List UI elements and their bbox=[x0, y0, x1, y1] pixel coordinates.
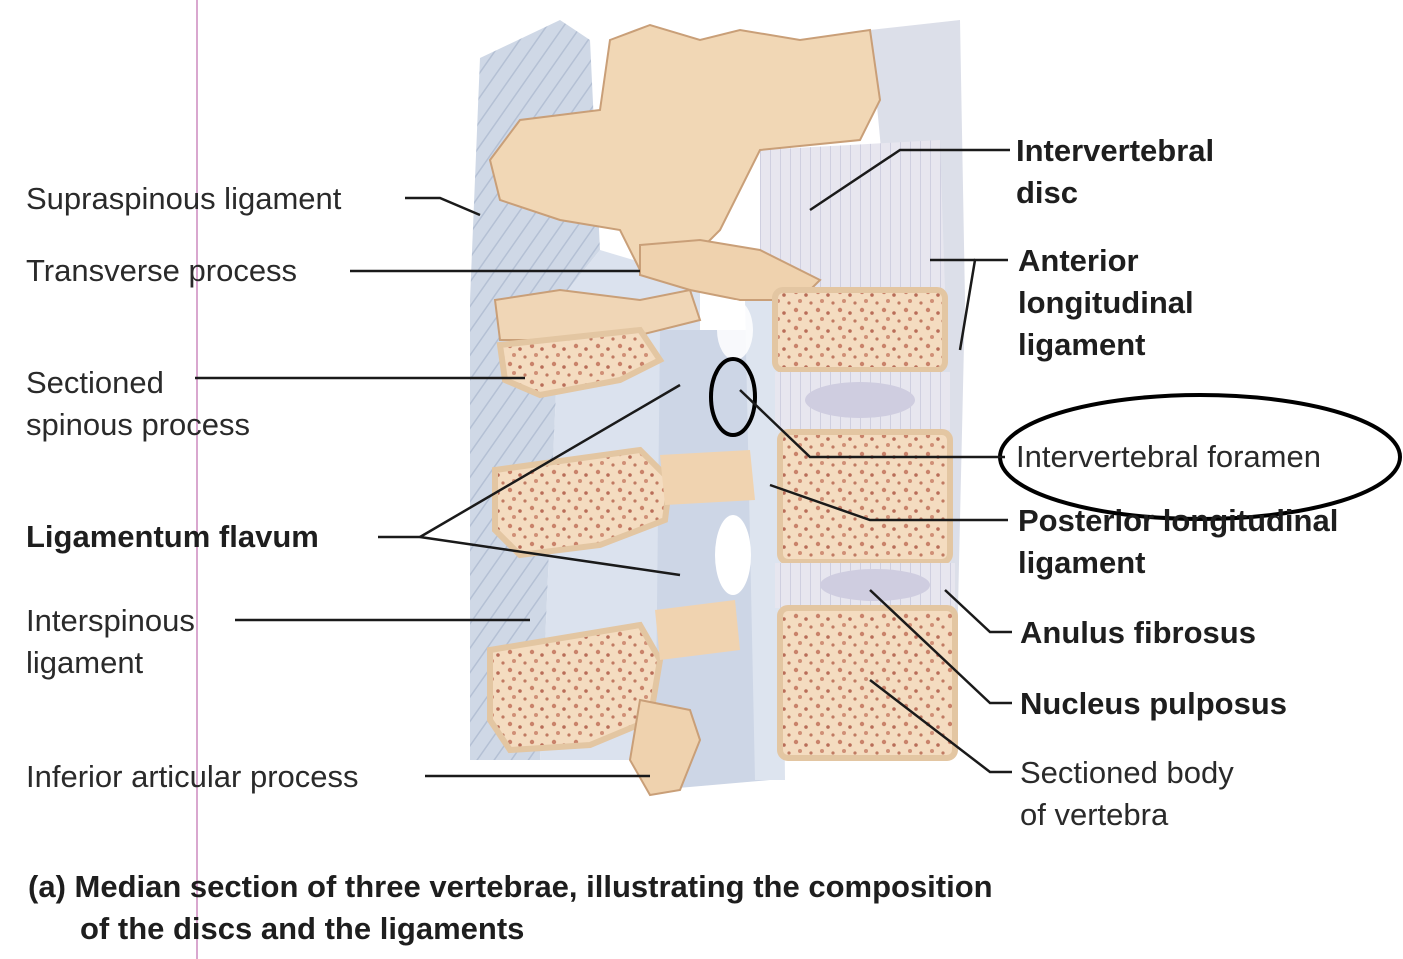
page-margin-line bbox=[196, 0, 198, 959]
label-anterior-longitudinal-ligament: Anterior longitudinal ligament bbox=[1018, 243, 1194, 362]
label-sectioned-spinous-process: Sectioned spinous process bbox=[26, 365, 251, 442]
foramen-opening-lower bbox=[715, 515, 751, 595]
caption-line-1: (a) Median section of three vertebrae, i… bbox=[28, 869, 993, 904]
ligamentum-flavum bbox=[655, 330, 770, 790]
label-ligamentum-flavum: Ligamentum flavum bbox=[26, 519, 319, 554]
spinous-process-3 bbox=[487, 621, 664, 754]
label-inferior-articular-process: Inferior articular process bbox=[26, 759, 359, 794]
caption-line-2: of the discs and the ligaments bbox=[80, 911, 525, 946]
label-anulus-fibrosus: Anulus fibrosus bbox=[1020, 615, 1256, 650]
pedicle-bar-1 bbox=[660, 450, 755, 505]
leader-anulus bbox=[944, 589, 1012, 634]
label-sectioned-body-of-vertebra: Sectioned body of vertebra bbox=[1020, 755, 1234, 832]
intervertebral-disc-upper bbox=[760, 140, 945, 300]
leader-flavum-c bbox=[419, 535, 681, 577]
leader-disc bbox=[809, 148, 1010, 212]
vertebral-body-2 bbox=[777, 429, 953, 565]
highlight-oval-foramen bbox=[709, 357, 757, 437]
spinous-process-1 bbox=[496, 326, 665, 399]
label-nucleus-pulposus: Nucleus pulposus bbox=[1020, 686, 1287, 721]
figure-caption: (a) Median section of three vertebrae, i… bbox=[28, 866, 993, 950]
leader-flavum-b bbox=[419, 383, 681, 539]
leader-nucleus bbox=[869, 589, 1012, 705]
nucleus-pulposus-1 bbox=[805, 382, 915, 418]
leader-foramen bbox=[739, 389, 1005, 459]
vertebral-body-1 bbox=[772, 287, 948, 373]
label-supraspinous-ligament: Supraspinous ligament bbox=[26, 181, 342, 216]
leader-anterior bbox=[958, 258, 1008, 351]
foramen-opening-upper bbox=[717, 300, 753, 360]
label-transverse-process: Transverse process bbox=[26, 253, 298, 288]
leader-supraspinous bbox=[405, 196, 481, 217]
vertebral-body-3 bbox=[777, 605, 958, 761]
label-interspinous-ligament: Interspinous ligament bbox=[26, 603, 195, 680]
leader-posterior bbox=[769, 483, 1008, 522]
upper-vertebra bbox=[488, 23, 882, 272]
spinous-process-2 bbox=[492, 446, 674, 559]
nucleus-pulposus-2 bbox=[820, 569, 930, 601]
leader-sectioned-body bbox=[869, 679, 1012, 774]
inferior-articular-process bbox=[628, 698, 702, 797]
pedicle-bar-2 bbox=[655, 600, 740, 660]
label-intervertebral-disc: Intervertebral disc bbox=[1016, 133, 1215, 210]
label-posterior-longitudinal-ligament: Posterior longitudinal ligament bbox=[1018, 503, 1339, 580]
label-intervertebral-foramen: Intervertebral foramen bbox=[1016, 439, 1321, 474]
